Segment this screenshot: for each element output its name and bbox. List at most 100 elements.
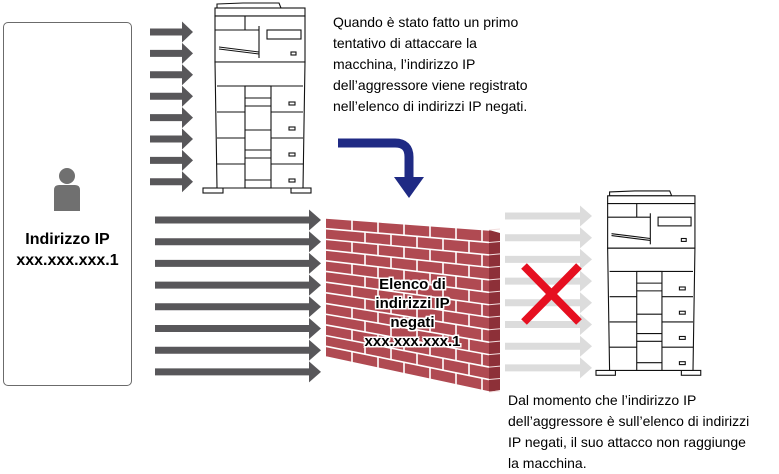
attack-arrow [155,339,321,361]
mortar-line [325,334,490,368]
mortar-line [488,265,501,268]
blocked-arrow [505,248,592,270]
top-note-line: macchina, l’indirizzo IP [333,56,476,72]
printer-foot [202,187,224,194]
printer-drawer-handle [678,310,686,315]
attack-arrow [150,42,193,64]
printer-lid [214,7,306,17]
top-note-line: tentativo di attaccare la [333,35,477,51]
attack-arrow [150,107,193,129]
blocked-arrow [505,227,592,249]
printer-drawer-handle [288,178,296,183]
printer-drawer-handle [678,286,686,291]
blocked-arrow [505,357,592,379]
attack-arrows [155,209,321,383]
printer-scanner [216,2,282,9]
mortar-line [488,290,501,293]
mortar-line [325,227,490,244]
blocked-arrow [505,314,592,335]
printer-slot [266,29,302,40]
attacker-ip-label: Indirizzo IP xxx.xxx.xxx.1 [3,229,132,271]
mortar-line [325,249,490,269]
mortar-line [488,365,501,368]
firewall-label-line2: indirizzi IP [375,295,450,312]
attacker-label-line1: Indirizzo IP [25,231,110,248]
attack-arrow [150,85,193,107]
attack-arrow [150,128,193,150]
mortar-line [488,228,501,231]
top-note-line: nell’elenco di indirizzi IP negati. [333,98,528,114]
printer-scanner [609,190,673,197]
attacker-label-line2: xxx.xxx.xxx.1 [16,252,119,269]
blocked-arrows [505,205,592,379]
person-icon [54,168,80,211]
printer-foot [290,187,312,194]
blocked-arrow [505,292,592,314]
printer-drawer-handle [678,361,686,366]
printer-drawer-handle [288,126,296,131]
printer-tray [218,46,260,53]
mortar-line [325,281,490,306]
mortar-line [325,356,490,393]
printer-protected [595,190,702,376]
top-note-line: dell’aggressore viene registrato [333,77,528,93]
attack-arrow [155,252,321,274]
printer-button [680,237,687,242]
bottom-note-line: dell’aggressore è sull’elenco di indiriz… [508,413,750,429]
printer-foot [680,369,702,376]
flow-arrow-icon [338,138,424,198]
attack-arrow [155,231,321,253]
printer-foot [595,369,616,376]
mortar-line [325,238,490,256]
attack-arrow [150,149,193,171]
blocked-arrow [505,335,592,357]
mortar-line [488,340,501,343]
mortar-line [325,217,490,231]
attack-arrow [150,64,193,86]
attack-arrow [155,296,321,318]
mortar-line [488,278,501,281]
mortar-line [488,253,501,256]
printer-slot [657,216,692,227]
blocked-arrow [505,270,592,292]
mortar-line [488,353,501,356]
mortar-line [325,292,490,319]
printer-tray [611,235,651,241]
attack-arrow [155,361,321,383]
mortar-line [488,328,501,331]
bottom-note-line: la macchina. [508,455,587,471]
bottom-note-line: IP negati, il suo attacco non raggiunge [508,434,746,450]
mortar-line [488,378,501,381]
mortar-line [325,313,490,343]
attack-arrow [150,21,193,43]
mortar-line [325,270,490,294]
attack-arrow [155,318,321,339]
attack-arrow [155,274,321,296]
printer-label-column [636,270,663,371]
attack-arrow [150,171,193,193]
firewall-label-line4: xxx.xxx.xxx.1 [364,333,461,350]
printer-tray [611,233,651,240]
mortar-line [488,303,501,306]
printer-drawer-handle [288,152,296,157]
firewall-wall [325,217,501,393]
attack-arrow [155,209,321,231]
wall-side [489,230,500,392]
mortar-line [325,324,490,356]
printer-lid [607,195,696,205]
mortar-line [325,302,490,331]
mortar-line [488,390,501,393]
mortar-line [325,259,490,281]
printer-label-column [244,85,272,189]
printer-button [290,51,297,56]
first-attempt-arrows [150,21,193,193]
mortar-line [488,315,501,318]
firewall-label-line1: Elenco di [379,276,446,293]
mortar-line [488,240,501,243]
blocked-arrow [505,205,592,227]
printer-drawer-handle [678,335,686,340]
printer-drawer-handle [288,101,296,106]
printer-tray [218,48,260,55]
bottom-note: Dal momento che l’indirizzo IP dell’aggr… [508,390,779,474]
